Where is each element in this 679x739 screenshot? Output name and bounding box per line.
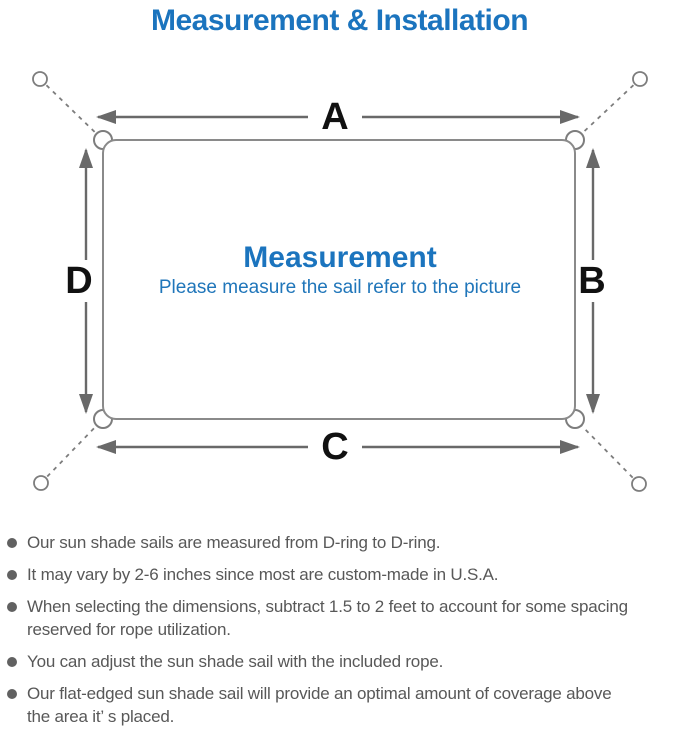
anchor-point-icon-top-left	[32, 71, 48, 87]
note-item: It may vary by 2-6 inches since most are…	[6, 563, 666, 586]
diagram-subtitle: Please measure the sail refer to the pic…	[159, 277, 521, 298]
notes-list: Our sun shade sails are measured from D-…	[6, 531, 666, 737]
note-text: Our flat-edged sun shade sail will provi…	[27, 684, 612, 726]
dimension-label-a: A	[321, 96, 348, 138]
dimension-label-d: D	[65, 260, 92, 302]
note-text: It may vary by 2-6 inches since most are…	[27, 565, 499, 584]
note-item: You can adjust the sun shade sail with t…	[6, 650, 666, 673]
dimension-label-b: B	[578, 260, 605, 302]
rope-dashed-line-bottom-right	[574, 418, 640, 485]
anchor-point-icon-bottom-right	[631, 476, 647, 492]
note-item: When selecting the dimensions, subtract …	[6, 595, 666, 641]
rope-dashed-line-top-right	[574, 78, 641, 141]
note-text: You can adjust the sun shade sail with t…	[27, 652, 444, 671]
diagram-heading: Measurement	[243, 241, 436, 274]
anchor-point-icon-bottom-left	[33, 475, 49, 491]
anchor-point-icon-top-right	[632, 71, 648, 87]
bullet-dot-icon	[7, 657, 17, 667]
rope-dashed-line-bottom-left	[40, 418, 104, 484]
bullet-dot-icon	[7, 602, 17, 612]
note-item: Our flat-edged sun shade sail will provi…	[6, 682, 666, 728]
rope-dashed-line-top-left	[39, 78, 104, 141]
note-item: Our sun shade sails are measured from D-…	[6, 531, 666, 554]
bullet-dot-icon	[7, 689, 17, 699]
sail-rectangle	[102, 139, 576, 420]
note-text: When selecting the dimensions, subtract …	[27, 597, 628, 639]
dimension-label-c: C	[321, 426, 348, 468]
bullet-dot-icon	[7, 570, 17, 580]
note-text: Our sun shade sails are measured from D-…	[27, 533, 441, 552]
page-title: Measurement & Installation	[150, 4, 529, 37]
measurement-diagram: A B C D Measurement Please measure the s…	[32, 71, 648, 492]
bullet-dot-icon	[7, 538, 17, 548]
